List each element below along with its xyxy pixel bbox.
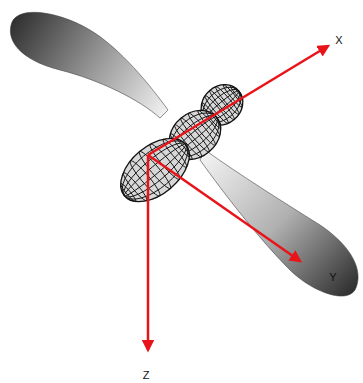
coordinate-axes: [148, 46, 328, 350]
axis-label: Z: [143, 370, 150, 381]
axis-label: X: [335, 35, 342, 46]
axis-label: Y: [329, 272, 336, 283]
wing: [10, 12, 358, 296]
abdomen-wireframe: [109, 126, 201, 214]
